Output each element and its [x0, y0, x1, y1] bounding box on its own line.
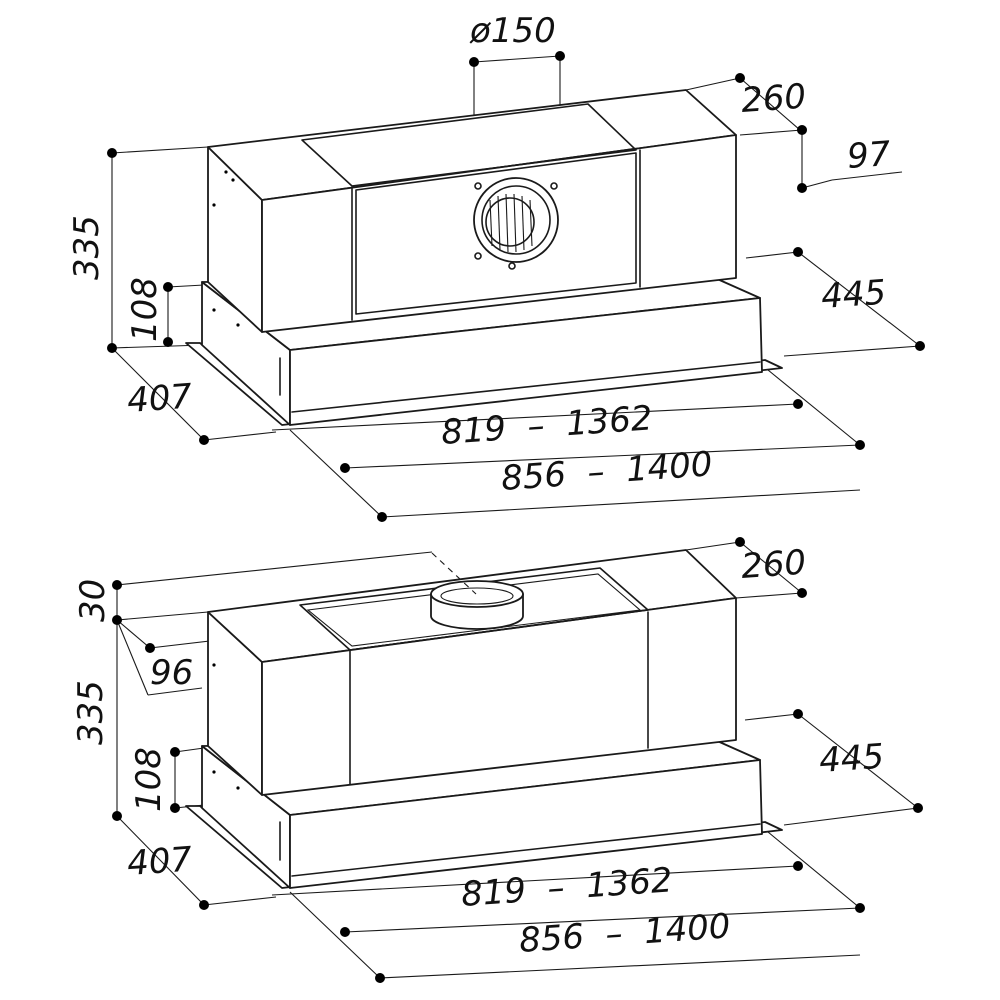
- bottom-depth-445-label: 445: [818, 737, 886, 781]
- top-depth-445-label: 445: [820, 273, 888, 317]
- bottom-grille-opening: [299, 567, 649, 651]
- bottom-collar-30-label: 30: [73, 579, 113, 622]
- top-view: ø150 260 97 335 108 407 445 819 – 1362 8…: [67, 11, 925, 522]
- top-base-plate: [185, 342, 783, 426]
- bottom-side-screws: [212, 663, 240, 790]
- top-motor-box-inner: [355, 152, 637, 315]
- top-duct-diameter-label: ø150: [469, 11, 556, 51]
- top-side-screws: [212, 170, 240, 327]
- top-fan-collar: [473, 177, 559, 270]
- top-height-108-label: 108: [125, 277, 165, 342]
- top-width-inner-label: 819 – 1362: [440, 398, 654, 453]
- bottom-view: 30 260 96 335 108 407 445 819 – 1362 856…: [71, 537, 923, 983]
- top-width-outer-label: 856 – 1400: [500, 444, 714, 499]
- top-slider-front: [289, 297, 763, 426]
- bottom-height-108-label: 108: [129, 747, 169, 812]
- top-offset-97-label: 97: [846, 134, 892, 177]
- bottom-offset-96-label: 96: [150, 653, 193, 693]
- bottom-width-inner-label: 819 – 1362: [460, 860, 674, 915]
- top-height-335-label: 335: [67, 215, 107, 280]
- bottom-depth-407-label: 407: [126, 840, 194, 884]
- bottom-height-335-label: 335: [71, 680, 111, 745]
- top-depth-407-label: 407: [126, 377, 194, 421]
- top-dimension-lines: [111, 55, 921, 518]
- top-dimension-dots: [107, 51, 925, 522]
- top-depth-260-label: 260: [740, 77, 808, 121]
- bottom-slider-front: [289, 759, 763, 889]
- bottom-base-plate: [185, 805, 783, 889]
- bottom-width-outer-label: 856 – 1400: [518, 906, 732, 961]
- top-grille-opening: [301, 103, 637, 187]
- bottom-depth-260-label: 260: [740, 543, 808, 587]
- bottom-duct-collar: [430, 552, 524, 630]
- bottom-dimension-dots: [112, 537, 923, 983]
